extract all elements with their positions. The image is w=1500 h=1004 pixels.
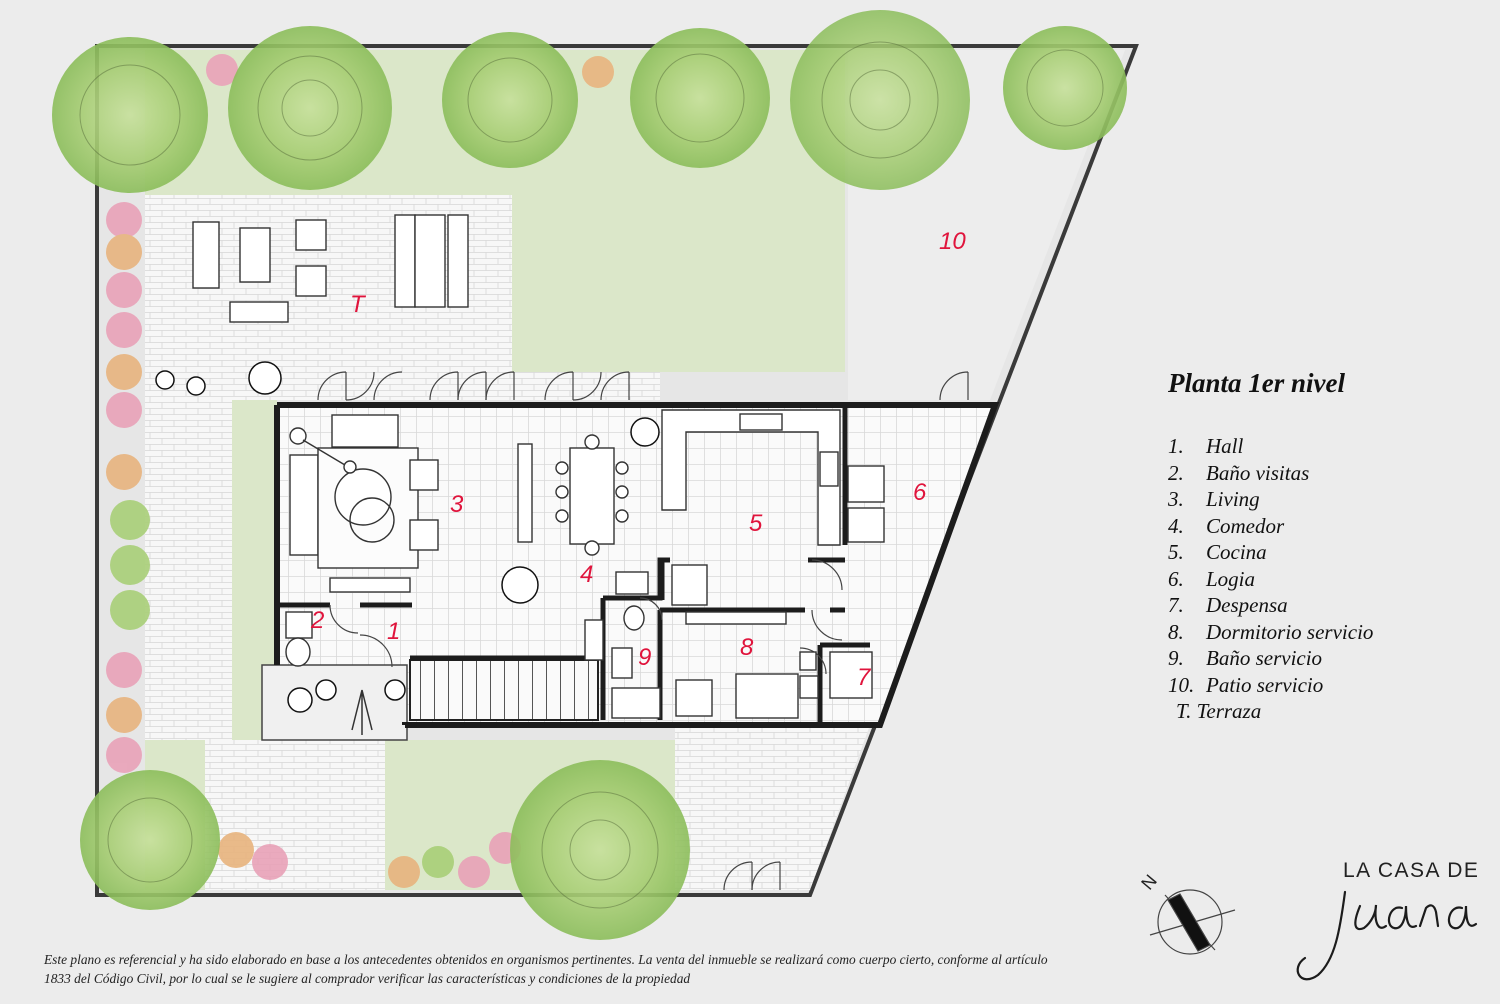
service-furniture bbox=[285, 571, 873, 719]
east-paving bbox=[675, 725, 870, 890]
logo-script-graphic bbox=[1296, 890, 1478, 981]
potted-plants bbox=[155, 361, 660, 713]
garden-doors bbox=[317, 371, 969, 891]
legend-list: 1.Hall 2.Baño visitas 3.Living 4.Comedor… bbox=[1168, 433, 1488, 725]
legend-item: 4.Comedor bbox=[1168, 513, 1285, 538]
dining-furniture bbox=[517, 434, 629, 556]
room-label-7: 7 bbox=[857, 664, 871, 691]
kitchen-furniture bbox=[661, 409, 885, 625]
legend-item: 5.Cocina bbox=[1168, 540, 1267, 564]
porch-stair-arrow bbox=[351, 689, 373, 735]
trees bbox=[52, 10, 1127, 940]
room-label-4: 4 bbox=[580, 561, 594, 588]
room-label-6: 6 bbox=[913, 479, 927, 506]
exterior-walls bbox=[274, 402, 1000, 728]
room-label-9: 9 bbox=[638, 644, 652, 671]
entry-porch bbox=[261, 664, 408, 741]
lawn-center bbox=[512, 190, 845, 372]
compass-rose bbox=[1149, 889, 1236, 955]
disclaimer-text: Este plano es referencial y ha sido elab… bbox=[44, 952, 1048, 986]
legend-item: 1.Hall bbox=[1168, 434, 1244, 458]
logo-text: LA CASA DE bbox=[1343, 859, 1480, 882]
west-shrubs bbox=[106, 54, 614, 888]
legend-item: 7.Despensa bbox=[1168, 593, 1288, 617]
room-label-2: 2 bbox=[311, 607, 325, 634]
room-label-5: 5 bbox=[749, 510, 763, 537]
legend-item: 8.Dormitorio servicio bbox=[1168, 619, 1374, 644]
west-strip-paving bbox=[207, 400, 232, 740]
legend-item: T. Terraza bbox=[1176, 699, 1262, 723]
legend: Planta 1er nivel 1.Hall 2.Baño visitas 3… bbox=[1168, 368, 1488, 725]
staircase bbox=[409, 659, 599, 721]
interior-walls bbox=[280, 405, 870, 722]
legend-item: 6.Logia bbox=[1168, 566, 1256, 591]
terrace-furniture bbox=[192, 214, 469, 323]
house-floor bbox=[277, 405, 995, 725]
room-label-10: 10 bbox=[939, 228, 966, 255]
legend-item: 3.Living bbox=[1168, 487, 1260, 511]
room-label-1: 1 bbox=[387, 618, 401, 645]
room-label-terraza: T bbox=[350, 291, 365, 318]
living-furniture bbox=[289, 414, 439, 593]
room-label-8: 8 bbox=[740, 634, 754, 661]
legend-item: 2.Baño visitas bbox=[1168, 460, 1310, 485]
legend-item: 10.Patio servicio bbox=[1168, 672, 1324, 697]
legend-item: 9.Baño servicio bbox=[1168, 646, 1323, 670]
legend-title: Planta 1er nivel bbox=[1168, 368, 1345, 398]
room-label-3: 3 bbox=[450, 491, 464, 518]
